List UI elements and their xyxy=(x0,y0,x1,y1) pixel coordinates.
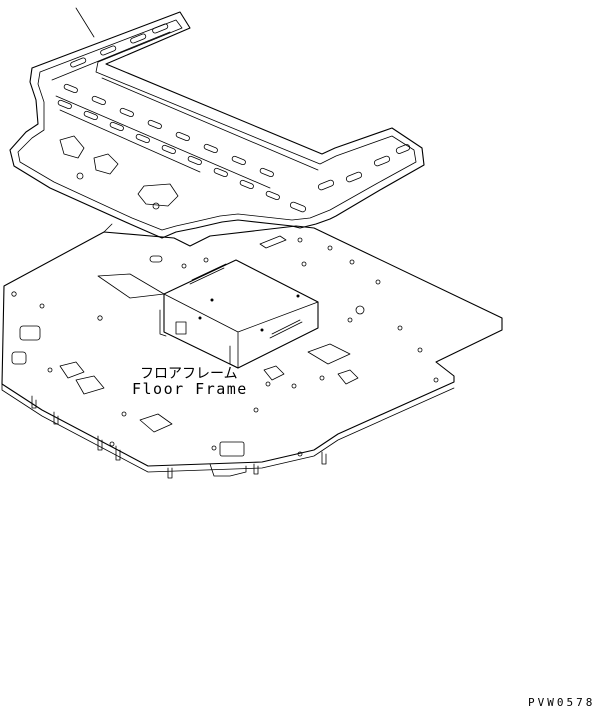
console-box-foot-front xyxy=(229,345,239,369)
floor-mat-slots-right xyxy=(289,144,411,213)
drawing-code: PVW0578 xyxy=(528,696,595,709)
floor-frame-opening-front-center xyxy=(139,413,173,433)
floor-frame-opening-front xyxy=(219,441,245,457)
floor-mat-pedal-cutout-left xyxy=(59,135,85,159)
floor-mat xyxy=(9,7,425,239)
floor-frame-leader-line xyxy=(103,223,113,233)
console-box-foot-left xyxy=(159,309,167,337)
floor-frame-opening-front-left-1 xyxy=(59,361,85,379)
console-box xyxy=(159,259,319,369)
console-box-screw xyxy=(296,294,300,298)
floor-frame-opening-front-left-2 xyxy=(75,375,105,395)
floor-frame-label-en: Floor Frame xyxy=(132,380,248,398)
floor-frame-slot xyxy=(149,255,163,263)
console-box-top-rail xyxy=(189,263,227,285)
console-box-edges xyxy=(163,293,319,369)
floor-frame-opening-rear xyxy=(97,273,165,299)
floor-mat-pedal-cutout-right xyxy=(137,183,179,207)
console-box-screw xyxy=(210,298,214,302)
floor-mat-channels xyxy=(51,31,319,189)
floor-frame-outline xyxy=(1,225,503,467)
console-box-screw xyxy=(260,328,264,332)
floor-frame-opening-left xyxy=(19,325,41,341)
floor-frame-hole-left xyxy=(11,351,27,365)
floor-mat-leader-line xyxy=(75,7,95,38)
floor-mat-hole xyxy=(76,172,84,180)
floor-frame-edge xyxy=(1,383,455,473)
floor-frame xyxy=(1,223,503,479)
floor-frame-opening-right xyxy=(307,343,351,365)
console-box-side-rail xyxy=(269,319,303,339)
floor-frame-opening-center xyxy=(263,365,285,381)
floor-mat-slots-middle xyxy=(57,83,280,201)
floor-frame-bolt-holes xyxy=(11,237,439,457)
console-box-foot-block xyxy=(175,321,187,335)
floor-frame-bottom-tube xyxy=(209,463,247,477)
floor-mat-hole xyxy=(152,202,160,210)
floor-frame-handle-bracket xyxy=(259,235,287,249)
floor-mat-slots-top xyxy=(70,23,169,68)
floor-mat-inner-edge xyxy=(17,19,417,231)
console-box-outline xyxy=(163,259,319,369)
floor-frame-opening-small xyxy=(337,369,359,385)
floor-mat-outline xyxy=(9,11,425,239)
floor-mat-pedal-cutout-center xyxy=(93,153,119,175)
floor-frame-label-jp: フロアフレーム xyxy=(140,366,238,382)
console-box-screw xyxy=(198,316,202,320)
floor-frame-brackets xyxy=(31,395,327,479)
